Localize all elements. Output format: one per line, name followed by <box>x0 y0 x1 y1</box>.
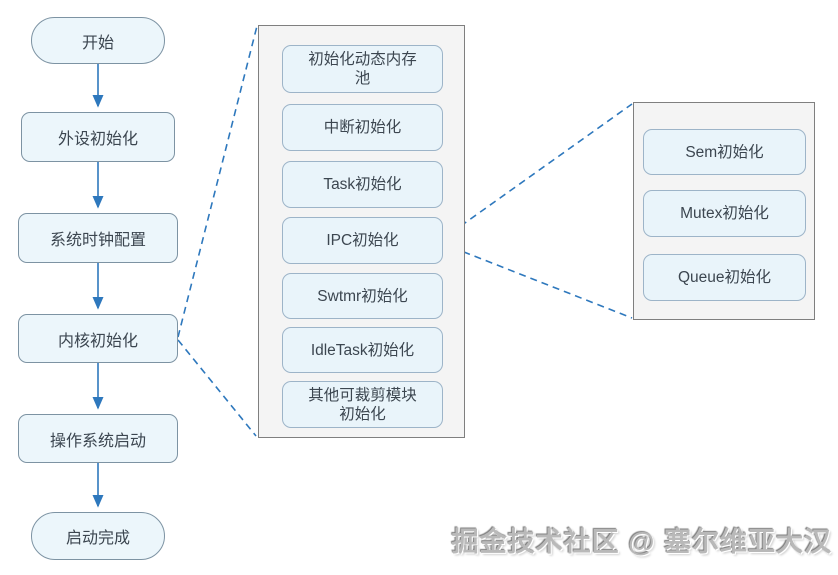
kernel-item-swtmr-init: Swtmr初始化 <box>282 273 443 319</box>
kernel-item-optional-modules-init: 其他可裁剪模块初始化 <box>282 381 443 428</box>
ipc-item-queue-init: Queue初始化 <box>643 254 806 301</box>
flow-node-label: 内核初始化 <box>57 332 138 350</box>
expansion-connectors <box>177 25 633 437</box>
ipc-item-sem-init: Sem初始化 <box>643 129 806 175</box>
flow-node-label: 启动完成 <box>65 530 130 547</box>
ipc-detail-panel: Sem初始化 Mutex初始化 Queue初始化 <box>633 102 815 320</box>
kernel-item-task-init: Task初始化 <box>282 161 443 208</box>
flow-node-peripheral-init: 外设初始化 <box>21 112 175 162</box>
kernel-item-mem-pool-init: 初始化动态内存池 <box>282 45 443 93</box>
flow-node-label: 外设初始化 <box>57 131 138 148</box>
kernel-item-interrupt-init: 中断初始化 <box>282 104 443 151</box>
flow-node-kernel-init: 内核初始化 <box>18 314 178 363</box>
ipc-item-mutex-init: Mutex初始化 <box>643 190 806 237</box>
flow-node-label: 系统时钟配置 <box>49 232 146 249</box>
kernel-item-ipc-init: IPC初始化 <box>282 217 443 264</box>
kernel-detail-panel: 初始化动态内存池 中断初始化 Task初始化 IPC初始化 Swtmr初始化 I… <box>258 25 465 438</box>
kernel-item-idletask-init: IdleTask初始化 <box>282 327 443 373</box>
flow-node-label: 开始 <box>81 34 114 52</box>
flow-node-boot-complete: 启动完成 <box>31 512 165 560</box>
flow-node-os-start: 操作系统启动 <box>18 414 178 463</box>
watermark-text: 掘金技术社区 @ 塞尔维亚大汉 <box>451 527 832 557</box>
flow-node-system-clock-config: 系统时钟配置 <box>18 213 178 263</box>
flow-node-label: 操作系统启动 <box>49 432 146 450</box>
flow-node-start: 开始 <box>31 17 165 64</box>
